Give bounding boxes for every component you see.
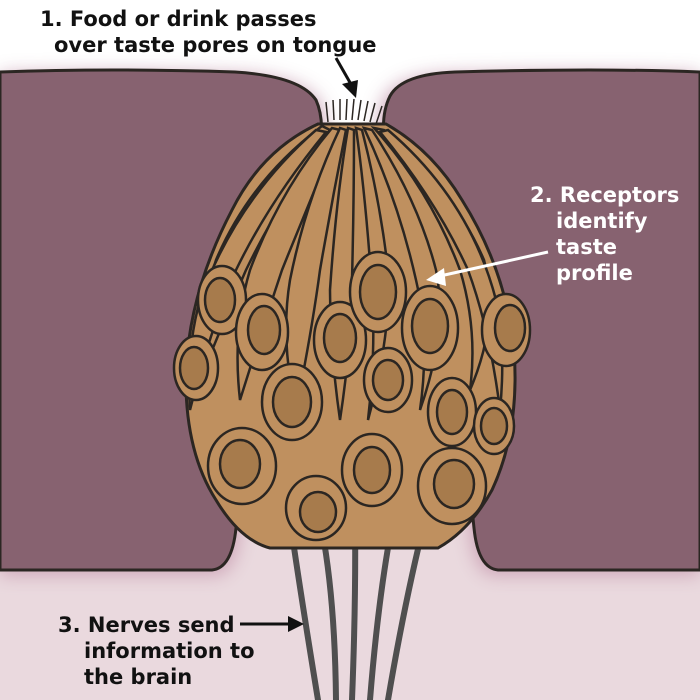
step-2-line-3: taste	[556, 235, 617, 259]
step-3-line-1: 3. Nerves send	[58, 613, 235, 637]
step-2-label: 2. Receptors identify taste profile	[530, 182, 679, 286]
pore-arrow	[334, 57, 358, 98]
step-2-line-2: identify	[556, 209, 648, 233]
step-3-label: 3. Nerves send information to the brain	[58, 612, 255, 690]
step-1-line-2: over taste pores on tongue	[54, 33, 377, 57]
step-3-line-3: the brain	[84, 665, 193, 689]
step-3-line-2: information to	[84, 639, 255, 663]
step-2-line-4: profile	[556, 261, 633, 285]
nerve-arrow	[240, 616, 304, 632]
cell-bodies	[172, 250, 532, 542]
step-1-line-1: 1. Food or drink passes	[40, 7, 317, 31]
step-1-label: 1. Food or drink passes over taste pores…	[40, 6, 377, 58]
receptor-arrow	[426, 250, 549, 286]
step-2-line-1: 2. Receptors	[530, 183, 680, 207]
taste-pore-microvilli	[317, 98, 383, 125]
